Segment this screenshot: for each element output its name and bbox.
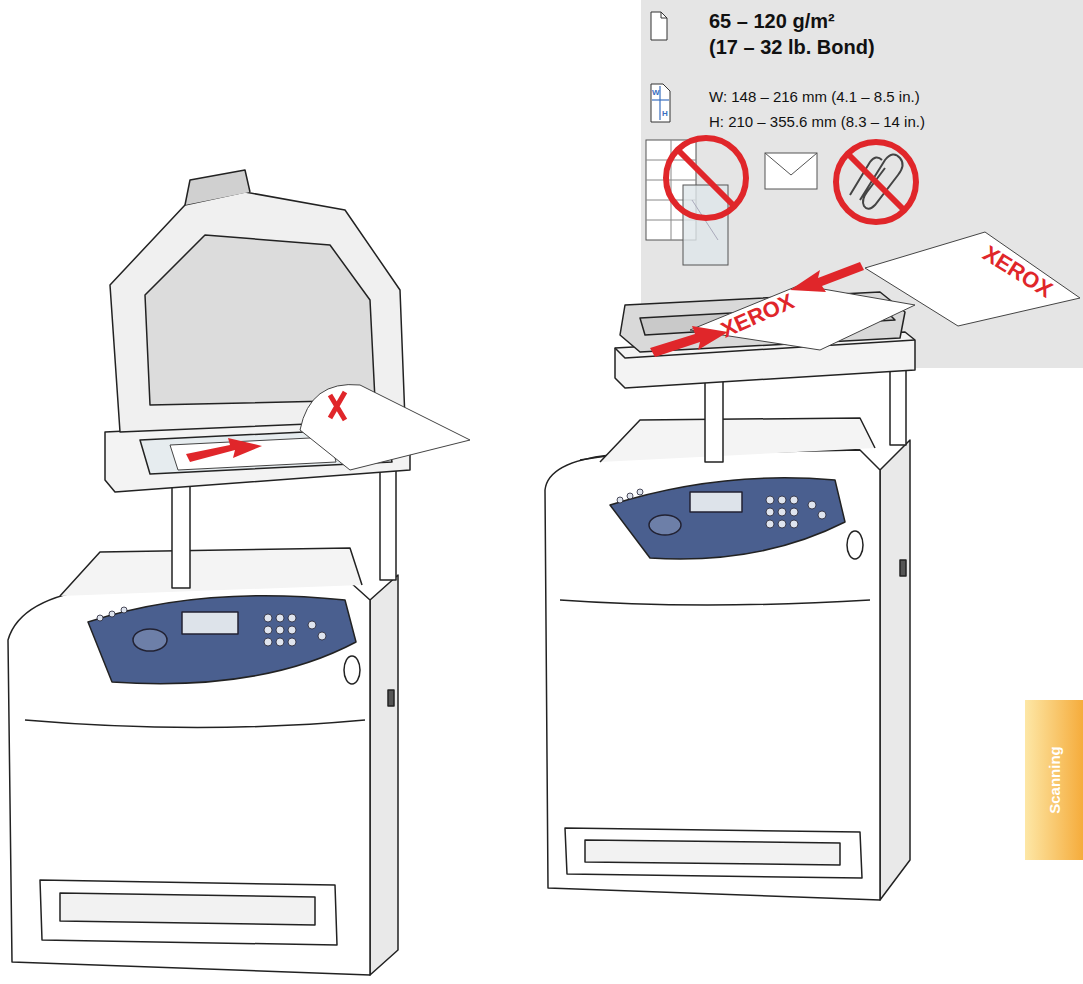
paper-width: W: 148 – 216 mm (4.1 – 8.5 in.)	[709, 88, 920, 105]
icon-letter: W	[652, 89, 660, 97]
tab-title: Scanning	[1046, 746, 1063, 814]
spec-panel: 65 – 120 g/m² (17 – 32 lb. Bond) W: 148 – …	[641, 0, 1083, 368]
section-tab: Scanning	[1025, 700, 1083, 860]
paper-weight: 65 – 120 g/m²	[709, 10, 835, 33]
mirrored-print	[330, 392, 345, 420]
no-labels-icon	[646, 138, 746, 265]
paper-height: H: 210 – 355.6 mm (8.3 – 14 in.)	[709, 113, 925, 130]
paper-sheet	[690, 285, 915, 350]
icon-letter: H	[662, 110, 668, 118]
paper-weight: (17 – 32 lb. Bond)	[709, 36, 875, 59]
place-arrow	[186, 438, 262, 462]
right-printer	[545, 292, 915, 900]
feed-arrow	[650, 262, 864, 357]
paper-sheet	[170, 437, 336, 470]
left-printer	[8, 170, 410, 975]
no-paperclip-icon	[836, 142, 916, 222]
paper-sheet	[300, 385, 470, 470]
envelope-icon	[765, 153, 817, 189]
paper-sheet	[865, 232, 1080, 326]
